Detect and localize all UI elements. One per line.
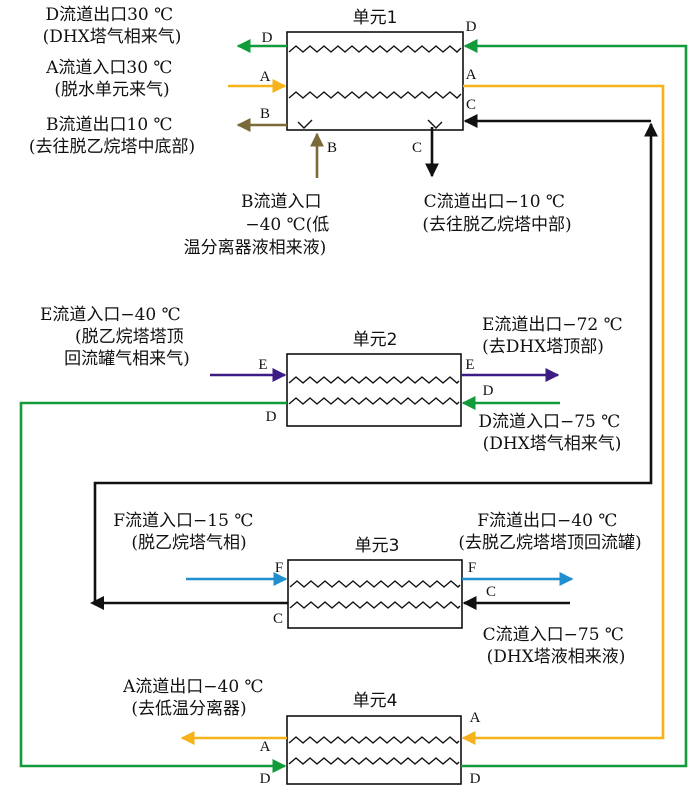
port-u2-e-left: E (258, 357, 267, 373)
unit-4-zigzag-upper (288, 736, 460, 744)
stream-d-u4-to-u1 (461, 39, 688, 768)
unit-1-inner-bracket-right (427, 119, 443, 129)
unit-2-box (286, 353, 462, 427)
unit-2-title: 单元2 (353, 330, 398, 350)
port-u3-f-left: F (275, 560, 283, 576)
port-u2-d-left: D (266, 409, 277, 425)
stream-d-u2-to-u4 (19, 401, 287, 773)
stream-a-u1-to-u4 (461, 84, 665, 745)
label-u2-d-in: D流道入口−75 ℃ (DHX塔气相来气) (478, 412, 625, 454)
label-u4-a-out: A流道出口−40 ℃ (去低温分离器) (122, 677, 269, 719)
unit-1-inner-bracket-left (297, 119, 313, 129)
port-u1-b-left: B (260, 106, 270, 122)
port-u1-b-bottom: B (327, 140, 337, 156)
label-u3-f-out: F流道出口−40 ℃ (去脱乙烷塔塔顶回流罐) (458, 511, 641, 553)
unit-3-box (287, 559, 463, 629)
label-u1-c-out: C流道出口−10 ℃ (去往脱乙烷塔中部) (422, 192, 571, 235)
unit-2-zigzag-lower (288, 397, 460, 405)
label-u1-a-in: A流道入口30 ℃ (脱水单元来气) (45, 58, 178, 100)
label-u1-b-in: B流道入口 −40 ℃(低 温分离器液相来液) (184, 192, 335, 258)
label-u3-f-in: F流道入口−15 ℃ (脱乙烷塔气相) (113, 511, 259, 553)
unit-4: 单元4 (286, 691, 462, 785)
port-u2-e-right: E (465, 357, 474, 373)
port-u3-f-right: F (468, 560, 476, 576)
label-u1-d-out: D流道出口30 ℃ (DHX塔气相来气) (43, 5, 182, 47)
unit-1-zigzag-lower (288, 91, 462, 99)
stream-c-left-arrowhead (90, 596, 104, 610)
unit-3-zigzag-lower (289, 601, 461, 609)
unit-2: 单元2 (286, 330, 462, 427)
unit-3-title: 单元3 (355, 536, 400, 556)
port-u3-c-right: C (486, 584, 496, 600)
unit-3-zigzag-upper (289, 580, 461, 588)
unit-1: 单元1 (286, 8, 464, 131)
stream-c-u3-to-u1-left (93, 122, 658, 605)
unit-4-title: 单元4 (353, 691, 398, 711)
unit-1-zigzag-upper (288, 45, 462, 53)
unit-3: 单元3 (287, 536, 463, 629)
port-letters: D A B D A C B C E D E D F C F C A D A D (258, 19, 496, 787)
label-u2-e-out: E流道出口−72 ℃ (去DHX塔顶部) (482, 315, 628, 357)
label-u2-e-in: E流道入口−40 ℃ (脱乙烷塔塔顶 回流罐气相来气) (40, 305, 190, 369)
port-u4-d-left: D (260, 771, 271, 787)
label-u3-c-in: C流道入口−75 ℃ (DHX塔液相来液) (483, 625, 630, 667)
unit-2-zigzag-upper (288, 376, 460, 384)
port-u4-a-left: A (260, 739, 271, 755)
unit-4-zigzag-lower (288, 757, 460, 765)
port-u1-a-right: A (466, 67, 477, 83)
port-u1-c-right: C (466, 97, 476, 113)
port-u1-a-left: A (260, 69, 271, 85)
port-u1-c-bottom: C (412, 140, 422, 156)
port-u4-d-right: D (470, 771, 481, 787)
port-u4-a-right: A (470, 710, 481, 726)
label-u1-b-out: B流道出口10 ℃ (去往脱乙烷塔中底部) (29, 115, 195, 157)
unit-4-box (286, 715, 462, 785)
port-u3-c-left: C (273, 611, 283, 627)
port-u1-d-left: D (262, 30, 273, 46)
port-u1-d-right: D (466, 19, 477, 35)
unit-1-title: 单元1 (353, 8, 398, 28)
port-u2-d-right: D (483, 383, 494, 399)
